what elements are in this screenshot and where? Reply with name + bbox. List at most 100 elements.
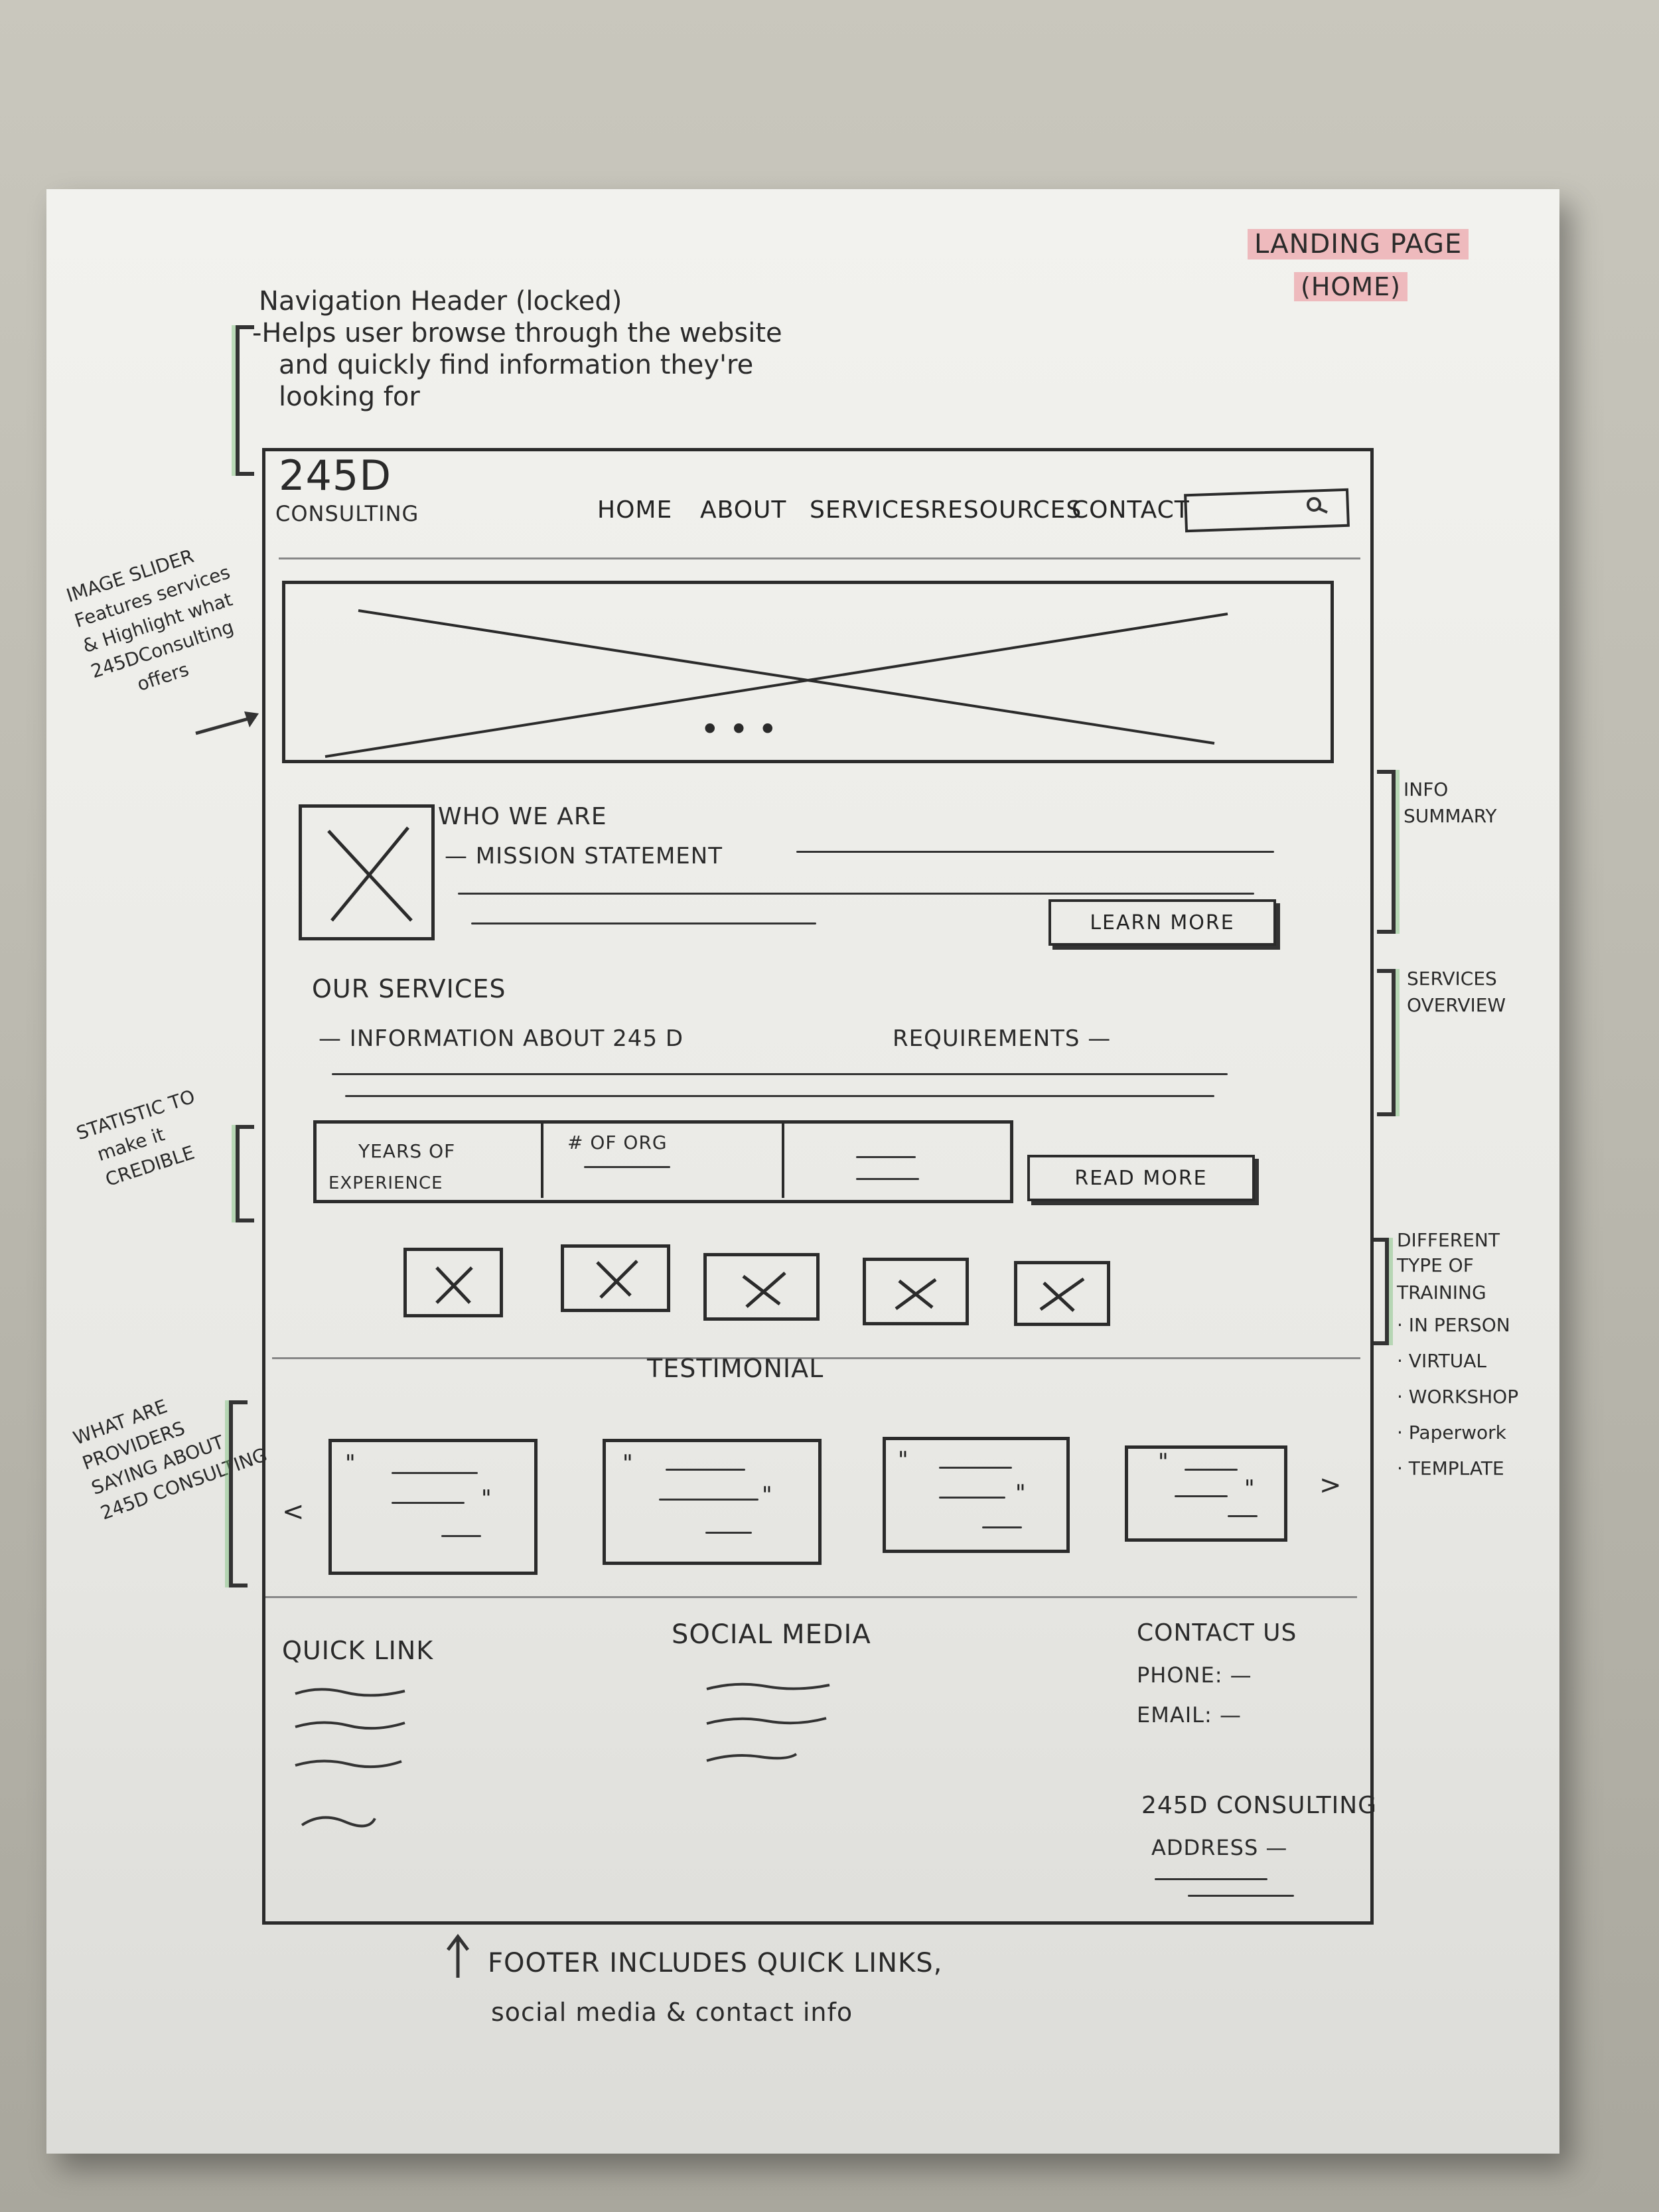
nav-note-line1: -Helps user browse through the website	[252, 318, 782, 348]
nav-home[interactable]: HOME	[597, 496, 673, 524]
training-note: DIFFERENT TYPE OF TRAINING · IN PERSON ·…	[1397, 1228, 1518, 1487]
paper-sheet	[46, 189, 1559, 2154]
footer-note-line2: social media & contact info	[491, 1998, 853, 2027]
testimonial-card[interactable]: " "	[328, 1439, 538, 1575]
quote-line	[939, 1497, 1005, 1499]
footer-address: ADDRESS —	[1151, 1835, 1288, 1860]
nav-note: Navigation Header (locked) -Helps user b…	[252, 285, 782, 413]
info-summary-line: SUMMARY	[1404, 805, 1497, 827]
training-note-line: TRAINING	[1397, 1282, 1486, 1303]
services-info: — INFORMATION ABOUT 245 D	[319, 1025, 684, 1052]
stat-experience-label: EXPERIENCE	[328, 1173, 443, 1193]
slider-arrow-icon	[195, 711, 259, 735]
stat-value-line	[856, 1156, 916, 1158]
stat-value-line	[584, 1166, 670, 1168]
read-more-button[interactable]: READ MORE	[1027, 1155, 1255, 1201]
nav-about[interactable]: ABOUT	[700, 496, 787, 524]
logo-text[interactable]: 245D	[279, 451, 392, 500]
quote-close-icon: "	[1244, 1475, 1255, 1502]
logo-subtext: CONSULTING	[275, 501, 419, 526]
quote-close-icon: "	[762, 1482, 772, 1509]
quote-open-icon: "	[898, 1447, 908, 1473]
footer-quick-link-title: QUICK LINK	[282, 1636, 434, 1665]
training-note-line: DIFFERENT	[1397, 1229, 1500, 1251]
services-overview-line: SERVICES	[1407, 968, 1497, 990]
nav-contact[interactable]: CONTACT	[1072, 496, 1190, 524]
testimonial-card[interactable]: " "	[1125, 1445, 1287, 1542]
nav-resources[interactable]: RESOURCES	[930, 496, 1082, 524]
mission-line	[458, 893, 1254, 895]
quote-line	[939, 1467, 1012, 1469]
info-summary-bracket	[1377, 770, 1396, 934]
nav-note-line2: and quickly find information they're	[279, 350, 754, 380]
quote-line	[392, 1472, 478, 1474]
quote-line	[1175, 1495, 1228, 1497]
who-we-are-title: WHO WE ARE	[438, 803, 607, 830]
our-services-title: OUR SERVICES	[312, 974, 506, 1003]
footer-email[interactable]: EMAIL: —	[1137, 1702, 1242, 1728]
page-label-line2: (HOME)	[1294, 272, 1407, 301]
search-icon[interactable]	[1301, 492, 1334, 519]
training-note-line: · TEMPLATE	[1397, 1457, 1504, 1479]
quote-line	[441, 1535, 481, 1537]
header-divider	[279, 557, 1360, 559]
quote-line	[1185, 1469, 1238, 1471]
testimonial-card[interactable]: " "	[883, 1437, 1070, 1553]
testimonial-bracket	[229, 1400, 248, 1587]
mission-line	[471, 922, 816, 924]
footer-quick-links[interactable]	[292, 1679, 411, 1852]
info-summary-line: INFO	[1404, 778, 1449, 800]
stat-org-label: # OF ORG	[567, 1132, 668, 1153]
slider-dots[interactable]: •••	[700, 710, 787, 749]
nav-services[interactable]: SERVICES	[810, 496, 931, 524]
quote-open-icon: "	[622, 1450, 633, 1477]
page-label: LANDING PAGE	[1248, 229, 1469, 259]
testimonial-prev-arrow[interactable]: <	[282, 1497, 305, 1527]
training-icon-virtual[interactable]	[561, 1244, 670, 1312]
services-overview-note: SERVICES OVERVIEW	[1407, 966, 1506, 1019]
footer-contact-title: CONTACT US	[1137, 1619, 1297, 1647]
services-overview-bracket	[1377, 969, 1396, 1116]
training-icon-paperwork[interactable]	[863, 1258, 969, 1325]
stat-years-label: YEARS OF	[358, 1140, 456, 1162]
services-line	[332, 1073, 1228, 1075]
footer-social-links[interactable]	[703, 1676, 836, 1775]
statistic-bracket	[236, 1125, 254, 1222]
quote-open-icon: "	[1158, 1449, 1169, 1475]
testimonial-next-arrow[interactable]: >	[1319, 1470, 1342, 1501]
nav-note-bracket	[236, 325, 254, 476]
about-image-placeholder	[299, 804, 435, 940]
learn-more-button[interactable]: LEARN MORE	[1048, 899, 1276, 946]
page-label-line1: LANDING PAGE	[1248, 229, 1469, 259]
footer-divider	[265, 1596, 1357, 1598]
testimonial-card[interactable]: " "	[603, 1439, 822, 1565]
training-note-line: · Paperwork	[1397, 1422, 1506, 1443]
training-note-line: · VIRTUAL	[1397, 1350, 1486, 1372]
services-info-end: REQUIREMENTS —	[893, 1025, 1112, 1052]
quote-line	[982, 1526, 1022, 1528]
image-slider[interactable]	[282, 581, 1334, 763]
training-note-line: · WORKSHOP	[1397, 1386, 1519, 1408]
quote-close-icon: "	[1015, 1480, 1026, 1507]
mission-statement: — MISSION STATEMENT	[445, 843, 723, 869]
services-overview-line: OVERVIEW	[1407, 994, 1506, 1016]
nav-note-title: Navigation Header (locked)	[259, 286, 622, 317]
mission-line	[796, 851, 1274, 853]
quote-line	[666, 1469, 745, 1471]
info-summary-note: INFO SUMMARY	[1404, 776, 1497, 830]
footer-arrow-icon	[447, 1933, 469, 1978]
footer-social-media-title: SOCIAL MEDIA	[672, 1619, 871, 1650]
training-note-line: · IN PERSON	[1397, 1314, 1510, 1336]
quote-line	[392, 1502, 465, 1504]
stat-value-line	[856, 1178, 919, 1180]
training-icon-template[interactable]	[1014, 1261, 1110, 1326]
footer-phone[interactable]: PHONE: —	[1137, 1662, 1252, 1688]
nav-note-line3: looking for	[279, 382, 420, 412]
training-bracket	[1370, 1238, 1389, 1345]
training-note-line: TYPE OF	[1397, 1254, 1474, 1276]
training-icon-in-person[interactable]	[403, 1248, 503, 1317]
wireframe-frame	[262, 448, 1374, 1925]
quote-line	[705, 1532, 752, 1534]
footer-note-line1: FOOTER INCLUDES QUICK LINKS,	[488, 1948, 943, 1978]
training-icon-workshop[interactable]	[703, 1253, 820, 1321]
